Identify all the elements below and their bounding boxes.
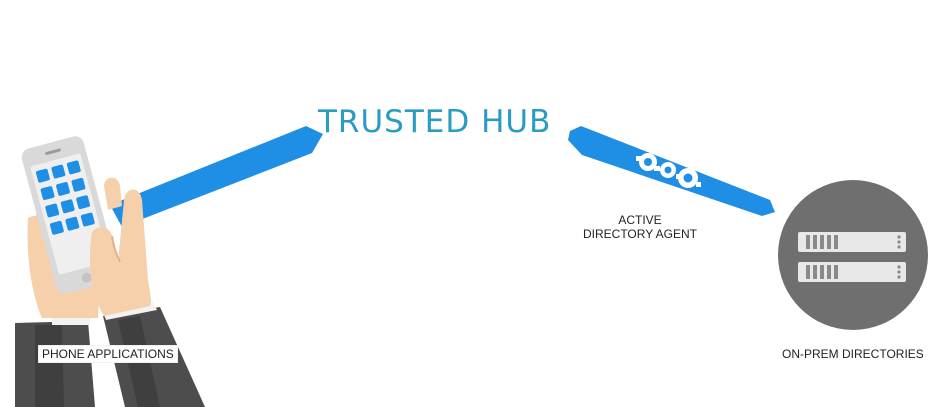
gear-icon bbox=[636, 153, 701, 188]
hub-title: TRUSTED HUB bbox=[318, 104, 552, 140]
agent-label-line1: ACTIVE bbox=[618, 213, 662, 227]
agent-label-line2: DIRECTORY AGENT bbox=[582, 227, 698, 241]
server-icon bbox=[778, 180, 928, 330]
agent-label: ACTIVE DIRECTORY AGENT bbox=[570, 213, 710, 241]
tapping-hand bbox=[89, 177, 151, 316]
connector-phone-to-hub bbox=[110, 126, 323, 227]
phone-label: PHONE APPLICATIONS bbox=[38, 345, 178, 363]
server-label: ON-PREM DIRECTORIES bbox=[782, 347, 924, 361]
